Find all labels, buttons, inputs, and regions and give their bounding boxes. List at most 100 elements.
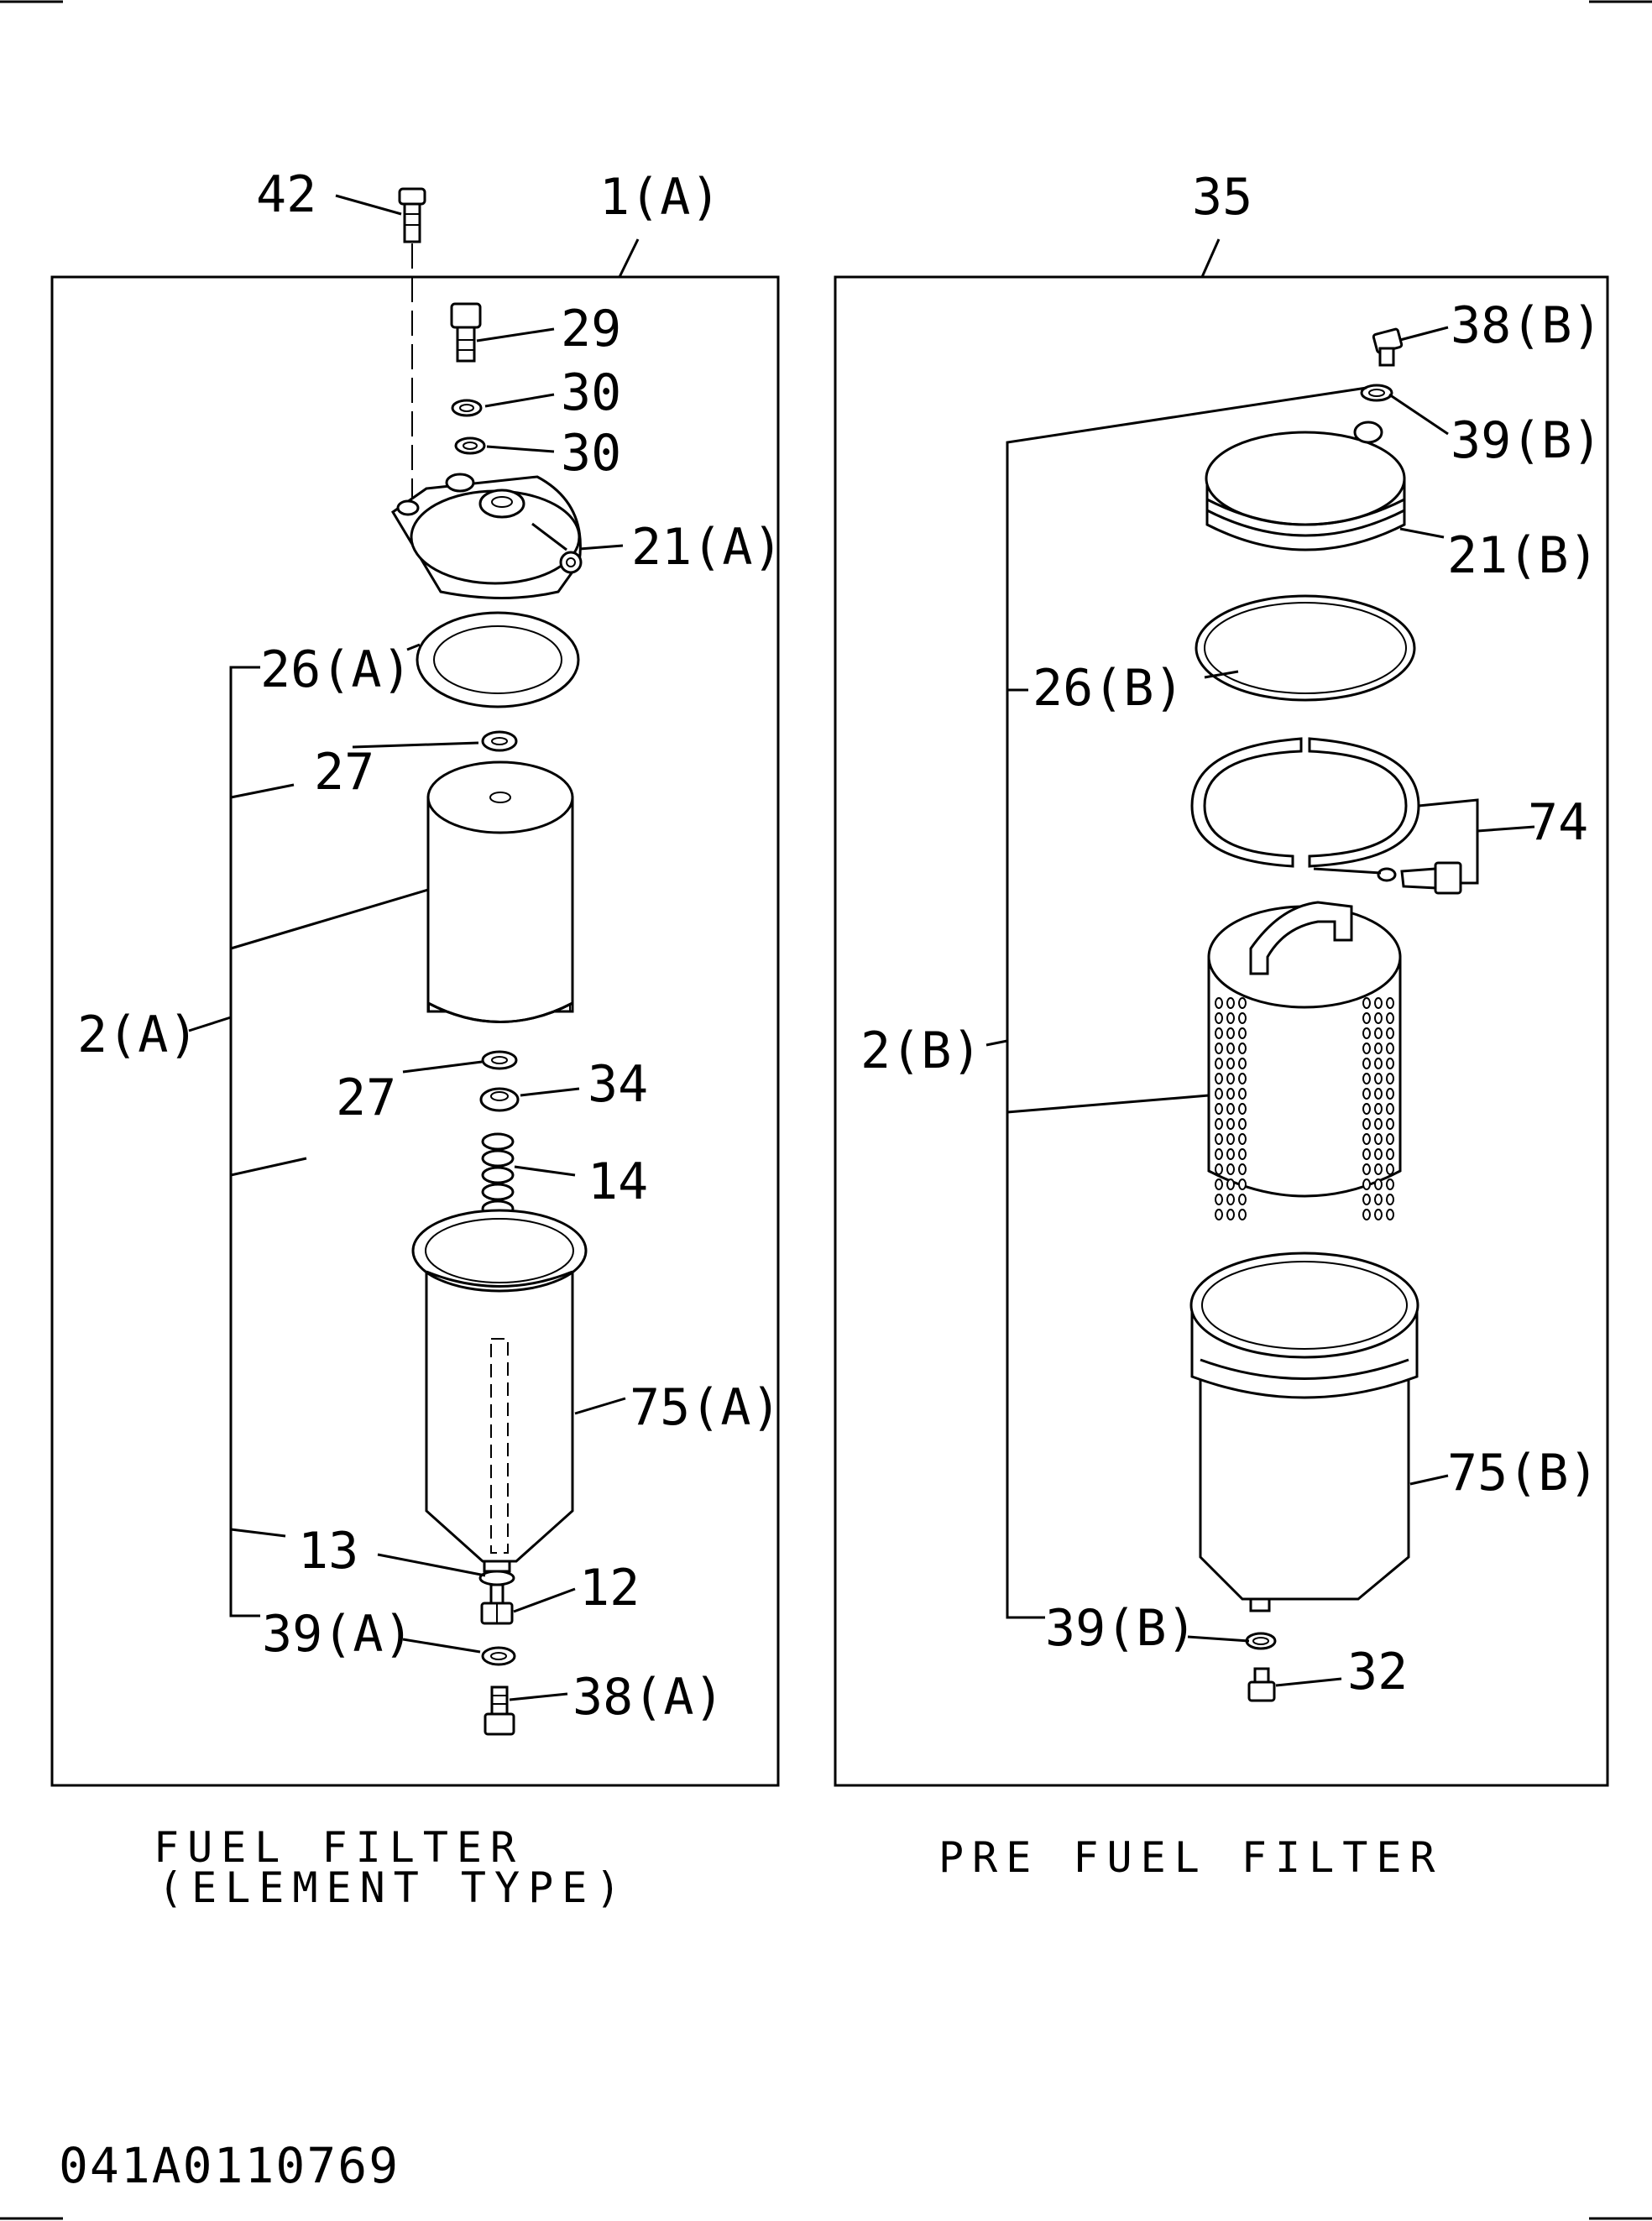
cover-21b bbox=[1205, 421, 1406, 551]
perforation-hole bbox=[1362, 1163, 1371, 1175]
callout-26a: 26(A) bbox=[260, 640, 412, 699]
perforation-hole bbox=[1386, 997, 1394, 1009]
perforation-hole bbox=[1215, 997, 1223, 1009]
o-ring-27-upper bbox=[481, 730, 518, 752]
perforation-hole bbox=[1386, 1148, 1394, 1160]
callout-1a: 1(A) bbox=[599, 168, 721, 227]
perforation-hole bbox=[1238, 1148, 1247, 1160]
callout-74: 74 bbox=[1528, 793, 1588, 852]
callout-27-lower: 27 bbox=[336, 1069, 396, 1127]
perforation-hole bbox=[1215, 1118, 1223, 1130]
perforation-hole bbox=[1362, 1043, 1371, 1054]
spring-14 bbox=[481, 1132, 515, 1218]
fuel-filter-panel: 42 1(A) 29 30 30 21(A) 26(A) 27 2(A) 27 … bbox=[50, 165, 783, 1787]
filter-head-21a bbox=[390, 473, 583, 599]
perforation-hole bbox=[1226, 1118, 1235, 1130]
perforation-hole bbox=[1226, 1148, 1235, 1160]
perforation-hole bbox=[1374, 1012, 1383, 1024]
perforation-hole bbox=[1238, 1027, 1247, 1039]
drain-13 bbox=[478, 1560, 515, 1586]
pre-fuel-filter-frame bbox=[834, 275, 1609, 1787]
perforation-hole bbox=[1226, 1027, 1235, 1039]
callout-12: 12 bbox=[579, 1559, 640, 1617]
perforation-hole bbox=[1226, 1058, 1235, 1069]
perforation-hole bbox=[1226, 1012, 1235, 1024]
perforation-hole bbox=[1362, 1178, 1371, 1190]
plug-12 bbox=[480, 1583, 514, 1625]
perforation-hole bbox=[1374, 1148, 1383, 1160]
filter-element bbox=[426, 760, 574, 1023]
perforation-hole bbox=[1386, 1073, 1394, 1084]
perforation-hole bbox=[1238, 1178, 1247, 1190]
perforation-hole bbox=[1226, 1209, 1235, 1220]
drawing-code: 041A0110769 bbox=[59, 2137, 400, 2194]
perforation-hole bbox=[1238, 1209, 1247, 1220]
callout-29: 29 bbox=[561, 300, 621, 358]
fuel-filter-caption-sub: (ELEMENT TYPE) bbox=[158, 1863, 629, 1912]
seal-34 bbox=[479, 1087, 520, 1112]
washer-39b-top bbox=[1360, 384, 1393, 402]
perforation-hole bbox=[1386, 1194, 1394, 1205]
perforation-hole bbox=[1374, 1178, 1383, 1190]
callout-35: 35 bbox=[1192, 168, 1252, 227]
washer-39b-bottom bbox=[1245, 1632, 1277, 1650]
perforation-hole bbox=[1374, 1194, 1383, 1205]
washer-39a bbox=[481, 1646, 516, 1666]
gasket-26b bbox=[1195, 594, 1416, 702]
fuel-filter-frame bbox=[50, 275, 780, 1787]
perforation-hole bbox=[1386, 1012, 1394, 1024]
perforation-hole bbox=[1226, 997, 1235, 1009]
callout-13: 13 bbox=[298, 1522, 358, 1581]
perforation-hole bbox=[1215, 1163, 1223, 1175]
perforation-hole bbox=[1362, 1088, 1371, 1100]
perforation-hole bbox=[1238, 1058, 1247, 1069]
perforation-hole bbox=[1374, 1209, 1383, 1220]
perforation-hole bbox=[1215, 1012, 1223, 1024]
perforation-hole bbox=[1215, 1058, 1223, 1069]
perforation-hole bbox=[1226, 1103, 1235, 1115]
perforation-hole bbox=[1386, 1058, 1394, 1069]
bolt-38a bbox=[484, 1685, 515, 1736]
perforation-hole bbox=[1362, 1148, 1371, 1160]
perforation-hole bbox=[1374, 1043, 1383, 1054]
bowl-75a bbox=[411, 1209, 588, 1563]
perforation-hole bbox=[1386, 1043, 1394, 1054]
callout-14: 14 bbox=[588, 1152, 648, 1211]
callout-39a: 39(A) bbox=[262, 1605, 414, 1664]
callout-30-upper: 30 bbox=[561, 363, 621, 422]
perforation-hole bbox=[1362, 1118, 1371, 1130]
perforation-hole bbox=[1215, 1103, 1223, 1115]
gasket-26a bbox=[416, 611, 580, 708]
perforation-hole bbox=[1374, 1088, 1383, 1100]
perforation-hole bbox=[1362, 1209, 1371, 1220]
perforation-hole bbox=[1226, 1088, 1235, 1100]
perforation-hole bbox=[1386, 1133, 1394, 1145]
perforation-hole bbox=[1374, 1058, 1383, 1069]
perforation-hole bbox=[1215, 1194, 1223, 1205]
perforation-hole bbox=[1238, 1163, 1247, 1175]
perforation-hole bbox=[1362, 997, 1371, 1009]
callout-75a: 75(A) bbox=[630, 1378, 782, 1437]
leader-lines-right bbox=[985, 238, 1535, 1687]
perforation-hole bbox=[1374, 1133, 1383, 1145]
perforation-hole bbox=[1238, 1118, 1247, 1130]
callout-34: 34 bbox=[588, 1055, 648, 1114]
pre-fuel-filter-panel: 35 38(B) 39(B) 21(B) 26(B) 74 2(B) 75(B)… bbox=[834, 168, 1609, 1787]
callout-21a: 21(A) bbox=[631, 518, 783, 577]
perforation-hole bbox=[1226, 1178, 1235, 1190]
perforation-hole bbox=[1238, 1088, 1247, 1100]
perforation-hole bbox=[1215, 1178, 1223, 1190]
perforation-hole bbox=[1215, 1088, 1223, 1100]
washer-30-lower bbox=[454, 436, 486, 455]
perforation-hole bbox=[1238, 1194, 1247, 1205]
perforation-hole bbox=[1374, 1103, 1383, 1115]
perforation-hole bbox=[1226, 1163, 1235, 1175]
callout-39b-top: 39(B) bbox=[1451, 411, 1602, 470]
perforation-hole bbox=[1215, 1043, 1223, 1054]
perforation-hole bbox=[1238, 1073, 1247, 1084]
perforated-element-2b bbox=[1207, 901, 1402, 1220]
perforation-hole bbox=[1238, 997, 1247, 1009]
perforation-hole bbox=[1374, 1027, 1383, 1039]
